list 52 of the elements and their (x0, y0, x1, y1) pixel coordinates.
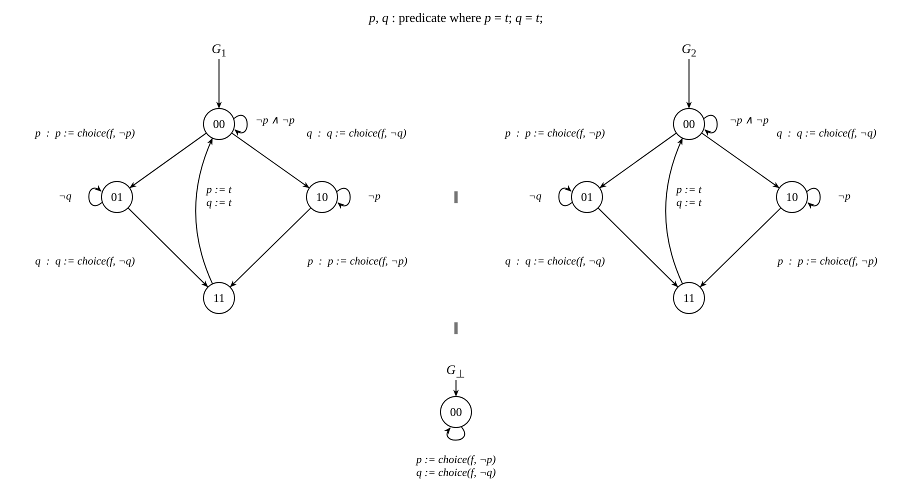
arrow (216, 58, 222, 109)
start-label: G$_{⊥}$ (442, 362, 470, 380)
self-loop-arrow (704, 114, 718, 136)
arrow (700, 208, 782, 288)
edge-label: q : q := choice(f, ¬q) (776, 126, 876, 140)
parallel-symbol: ∥ (453, 190, 459, 204)
self-loop-arrow (806, 188, 821, 209)
edge-label: p : p := choice(f, ¬p) (35, 126, 135, 140)
edge-label: p := t q := t (206, 184, 232, 210)
state-circle: 00 (440, 396, 472, 428)
title: p, q : predicate where p = t; q = t; (367, 10, 544, 26)
start-label: G$_{1}$ (205, 41, 233, 59)
edge-label: p : p := choice(f, ¬p) (505, 126, 605, 140)
arrow (686, 58, 692, 109)
self-loop-arrow (234, 114, 248, 136)
arrow (230, 208, 312, 288)
state-circle: 10 (776, 181, 808, 213)
edge-label: ¬q (528, 190, 542, 204)
parallel-symbol: ∥ (453, 320, 459, 336)
start-label: G$_{2}$ (675, 41, 703, 59)
edge-label: ¬p (838, 190, 850, 204)
edge-label: ¬p ∧ ¬p (255, 114, 295, 128)
self-loop-arrow (336, 188, 351, 209)
edge-label: q : q := choice(f, ¬q) (306, 126, 406, 140)
edge-label: q : q := choice(f, ¬q) (505, 254, 605, 268)
edge-label: p : p := choice(f, ¬p) (308, 254, 408, 268)
edge-label: ¬p ∧ ¬p (729, 114, 769, 128)
edge-label: p := choice(f, ¬p) q := choice(f, ¬q) (414, 454, 497, 480)
self-loop-arrow (444, 426, 466, 441)
state-circle: 00 (673, 108, 705, 140)
arrow (665, 138, 683, 284)
arrow (232, 132, 310, 188)
arrow (599, 132, 676, 188)
self-loop-arrow (88, 185, 102, 206)
state-circle: 11 (673, 282, 705, 314)
edge-label: p : p := choice(f, ¬p) (778, 254, 878, 268)
state-circle: 01 (571, 181, 603, 213)
state-circle: 10 (306, 181, 338, 213)
arrow (195, 138, 213, 284)
state-circle: 11 (203, 282, 235, 314)
self-loop-arrow (558, 185, 572, 206)
arrow (128, 208, 208, 288)
state-circle: 01 (101, 181, 133, 213)
state-circle: 00 (203, 108, 235, 140)
edge-label: q : q := choice(f, ¬q) (35, 254, 135, 268)
edge-label: ¬q (58, 190, 72, 204)
edge-label: p := t q := t (676, 184, 702, 210)
arrow (702, 132, 780, 188)
edge-label: ¬p (368, 190, 380, 204)
arrow (453, 380, 459, 397)
arrow (598, 208, 678, 288)
arrow (129, 132, 206, 188)
